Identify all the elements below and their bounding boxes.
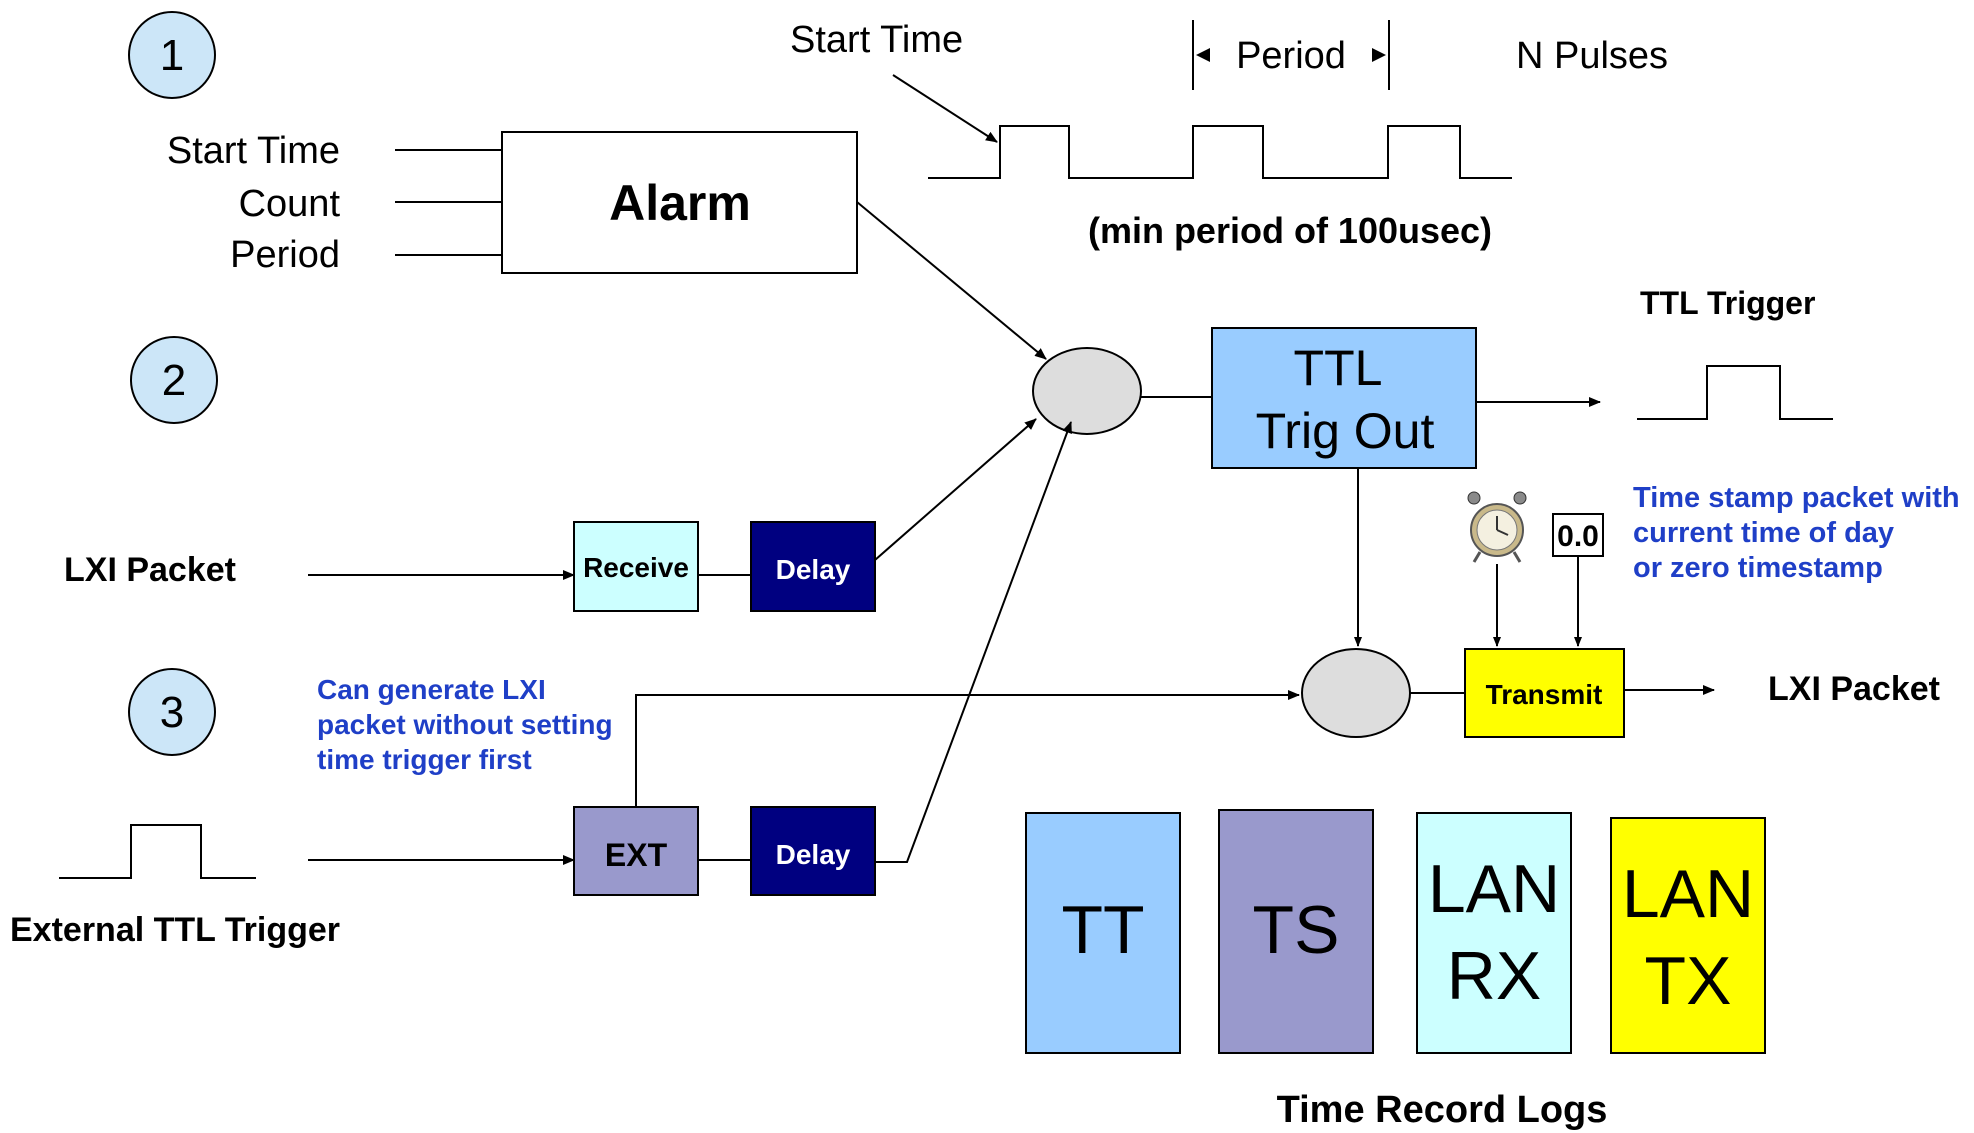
log-lan-rx-line-1: LAN xyxy=(1428,851,1560,927)
log-lan-tx-line-2: TX xyxy=(1645,943,1732,1019)
log-ts-label: TS xyxy=(1253,892,1340,968)
period-arrow-right xyxy=(1372,48,1386,62)
log-box-ts: TS xyxy=(1218,809,1374,1054)
delay-lower-to-junction-arrow xyxy=(875,421,1072,863)
step-2-number: 2 xyxy=(162,356,186,405)
zero-timestamp-label: 0.0 xyxy=(1557,520,1599,553)
log-box-lan-rx: LAN RX xyxy=(1416,812,1572,1054)
ext-bypass-arrow xyxy=(635,690,1300,807)
period-arrow-left xyxy=(1196,48,1210,62)
delay-lower-label: Delay xyxy=(776,839,851,870)
external-ttl-pulse xyxy=(59,824,256,879)
trigger-junction-bottom xyxy=(1301,648,1411,738)
start-time-pointer-arrow xyxy=(892,74,998,143)
step-3-number: 3 xyxy=(160,688,184,737)
alarm-clock-icon xyxy=(1467,491,1527,563)
step-3-circle: 3 xyxy=(128,668,216,756)
alarm-input-start-time: Start Time xyxy=(167,130,340,172)
ttl-trig-out-line-1: TTL xyxy=(1294,340,1383,396)
log-box-lan-tx: LAN TX xyxy=(1610,817,1766,1054)
delay-box-lower: Delay xyxy=(750,806,876,896)
pulse-start-time-label: Start Time xyxy=(790,19,963,61)
alarm-input-count: Count xyxy=(239,183,341,225)
log-box-tt: TT xyxy=(1025,812,1181,1054)
ttl-trigger-label: TTL Trigger xyxy=(1640,285,1815,321)
transmit-box: Transmit xyxy=(1464,648,1625,738)
trigger-junction-top xyxy=(1032,347,1142,435)
receive-label: Receive xyxy=(583,552,689,583)
ext-note-line-3: time trigger first xyxy=(317,744,532,775)
timestamp-note-line-1: Time stamp packet with xyxy=(1633,482,1960,514)
transmit-label: Transmit xyxy=(1486,679,1603,710)
zero-timestamp-box: 0.0 xyxy=(1552,513,1604,557)
delay-to-junction-arrow xyxy=(874,418,1037,561)
lxi-packet-input-label: LXI Packet xyxy=(64,551,236,589)
ttl-trig-out-line-2: Trig Out xyxy=(1256,403,1435,459)
ext-box: EXT xyxy=(573,806,699,896)
alarm-box-label: Alarm xyxy=(609,175,751,231)
step-2-circle: 2 xyxy=(130,336,218,424)
ext-note-line-1: Can generate LXI xyxy=(317,674,546,705)
pulse-train-waveform xyxy=(928,125,1512,179)
step-1-circle: 1 xyxy=(128,11,216,99)
timestamp-note-line-3: or zero timestamp xyxy=(1633,552,1883,584)
external-ttl-trigger-label: External TTL Trigger xyxy=(10,911,340,949)
lxi-packet-output-label: LXI Packet xyxy=(1768,670,1940,708)
receive-box: Receive xyxy=(573,521,699,612)
log-lan-rx-line-2: RX xyxy=(1447,938,1541,1014)
ttl-trigger-pulse xyxy=(1637,365,1833,420)
ext-label: EXT xyxy=(605,837,668,873)
timestamp-note-line-2: current time of day xyxy=(1633,517,1894,549)
alarm-to-junction-arrow xyxy=(856,201,1047,360)
ttl-trig-out-box: TTL Trig Out xyxy=(1211,327,1477,469)
alarm-box: Alarm xyxy=(501,131,858,274)
log-lan-tx-line-1: LAN xyxy=(1622,856,1754,932)
step-1-number: 1 xyxy=(160,31,184,80)
n-pulses-label: N Pulses xyxy=(1516,35,1668,77)
time-record-logs-title: Time Record Logs xyxy=(1277,1089,1608,1131)
delay-box-upper: Delay xyxy=(750,521,876,612)
delay-upper-label: Delay xyxy=(776,554,851,585)
ext-note-line-2: packet without setting xyxy=(317,709,613,740)
min-period-note: (min period of 100usec) xyxy=(1088,210,1492,251)
period-label: Period xyxy=(1236,35,1346,77)
log-tt-label: TT xyxy=(1061,892,1144,968)
alarm-input-period: Period xyxy=(230,234,340,276)
